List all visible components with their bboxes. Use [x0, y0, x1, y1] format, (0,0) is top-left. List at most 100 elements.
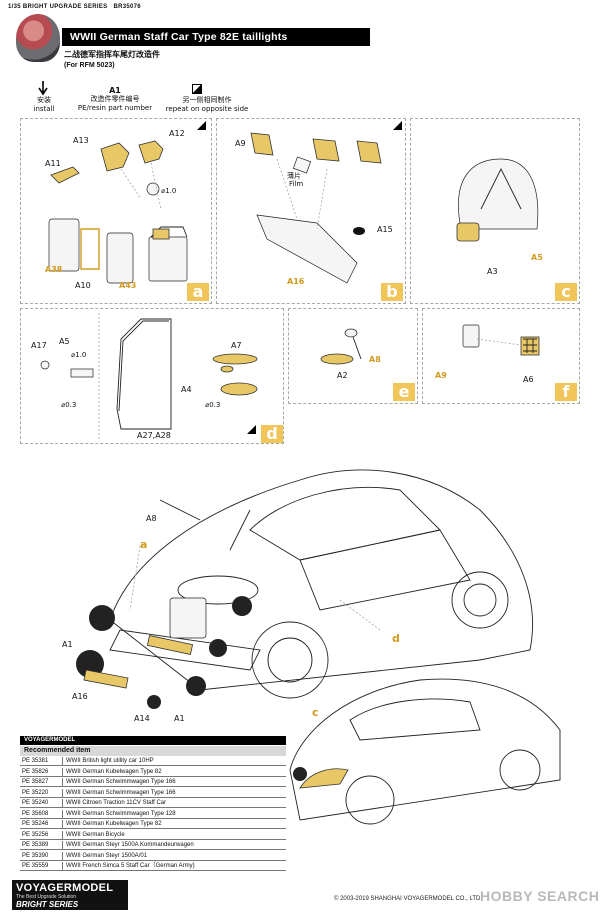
recommended-brand-bar: VOYAGERMODEL [20, 736, 286, 745]
item-code: PE 35390 [22, 852, 49, 859]
item-name: WWII German Kubelwagen Type 82 [62, 820, 162, 829]
panel-d-drawing [40, 313, 258, 439]
legend-part-en: PE/resin part number [77, 104, 153, 112]
page-title-chinese: 二战德军指挥车尾灯改造件 [64, 50, 160, 59]
legend-install: 安装 install [26, 96, 62, 114]
main-car-illustration [76, 469, 561, 825]
label-a9: A9 [235, 139, 246, 148]
footer-slogan: The Best Upgrade Solution [16, 894, 77, 900]
item-name: WWII German Schwimmwagen Type 166 [62, 778, 176, 787]
panel-a: A13 A12 A11 ⌀1.0 A38 A10 A43 a [20, 118, 212, 304]
table-row: PE 35608 WWII German Schwimmwagen Type 12… [20, 809, 286, 819]
table-row: PE 35220 WWII German Schwimmwagen Type 16… [20, 788, 286, 798]
panel-f: A9 A6 f [422, 308, 580, 404]
recommended-title: Recommended item [20, 746, 286, 756]
kit-reference: (For RFM 5023) [64, 62, 115, 69]
install-arrow-icon [38, 81, 48, 96]
item-code: PE 35827 [22, 779, 49, 785]
item-code: PE 35240 [22, 800, 49, 806]
item-code: PE 35608 [22, 810, 49, 817]
legend-repeat-en: repeat on opposite side [165, 105, 249, 113]
film-en: Film [289, 180, 304, 188]
item-name: WWII Citroen Traction 11CV Staff Car [62, 799, 166, 808]
panel-a-drawing [48, 140, 188, 284]
legend-install-en: install [33, 105, 55, 113]
label-a16: A16 [287, 277, 305, 286]
item-name: WWII German Steyr 1500A/01 [62, 851, 147, 861]
series-text: 1/35 BRIGHT UPGRADE SERIES [8, 4, 108, 10]
item-code: PE 35220 [22, 789, 49, 796]
panel-f-letter: f [555, 383, 577, 401]
label-a12: A12 [169, 129, 185, 138]
panel-c: A3 A5 c [410, 118, 580, 304]
panel-a-repeat-icon [197, 121, 206, 130]
callout-a8-main: A8 [146, 514, 157, 523]
series-line: 1/35 BRIGHT UPGRADE SERIES BR35076 [8, 4, 141, 10]
item-code: PE 35389 [22, 842, 49, 848]
footer-brand-block: VOYAGERMODEL The Best Upgrade Solution B… [12, 880, 128, 910]
item-name: WWII German Schwimmwagen Type 128 [62, 809, 176, 819]
callout-a1-bottom: A1 [174, 714, 185, 723]
label-a4: A4 [181, 385, 192, 394]
label-a5: A5 [531, 253, 543, 262]
label-a5-d: A5 [59, 337, 70, 346]
footer-brand: VOYAGERMODEL [16, 882, 114, 894]
item-code: PE 35559 [22, 863, 49, 869]
label-a8: A8 [369, 355, 381, 364]
callout-a1-left: A1 [62, 640, 73, 649]
item-name: WWII German Schwimmwagen Type 166 [62, 788, 176, 798]
table-row: PE 35559 WWII French Simca 5 Staff Car（Ge… [20, 862, 286, 871]
film-cn: 薄片 [287, 172, 301, 180]
item-name: WWII German Bicycle [62, 830, 125, 840]
label-a38: A38 [45, 265, 63, 274]
panel-b-letter: b [381, 283, 403, 301]
dim-d-2: ⌀0.3 [61, 401, 77, 409]
panel-e-drawing [320, 328, 362, 365]
dim-d-1: ⌀1.0 [71, 351, 87, 359]
panel-b-repeat-icon [393, 121, 402, 130]
label-a3: A3 [487, 267, 498, 276]
table-row: PE 35390 WWII German Steyr 1500A/01 [20, 851, 286, 861]
dim-d-3: ⌀0.3 [205, 401, 221, 409]
panel-e-letter: e [393, 383, 415, 401]
series-code: BR35076 [113, 4, 141, 10]
label-a43: A43 [119, 281, 137, 290]
label-a17: A17 [31, 341, 47, 350]
footer-series: BRIGHT SERIES [16, 900, 79, 909]
label-a10: A10 [75, 281, 91, 290]
label-a11: A11 [45, 159, 61, 168]
item-name: WWII German Steyr 1500A Kommandeurwagen [62, 841, 194, 850]
panel-c-drawing [456, 158, 539, 242]
label-a6: A6 [523, 375, 534, 384]
legend-repeat: 另一侧相同制作 repeat on opposite side [164, 96, 250, 114]
legend-part: A1 改造件零件编号 PE/resin part number [72, 86, 158, 113]
item-code: PE 35381 [22, 758, 49, 764]
item-code: PE 35256 [22, 831, 49, 838]
table-row: PE 35389 WWII German Steyr 1500A Kommande… [20, 841, 286, 850]
label-a27-a28: A27,A28 [137, 431, 171, 440]
repeat-icon [192, 84, 202, 94]
callout-c-main: c [312, 706, 319, 719]
legend-part-cn: 改造件零件编号 [90, 95, 140, 103]
copyright-text: © 2003-2019 SHANGHAI VOYAGERMODEL CO., L… [334, 896, 481, 902]
panel-d-repeat-icon [247, 425, 256, 434]
item-name: WWII German Kubelwagen Type 82 [62, 767, 162, 777]
item-name: WWII British light utility car 10HP [62, 757, 154, 766]
dim-a-1: ⌀1.0 [161, 187, 177, 195]
panel-b-drawing [250, 132, 382, 284]
callout-a-main: a [140, 538, 148, 551]
label-a9-f: A9 [435, 371, 447, 380]
panel-e: A8 A2 e [288, 308, 418, 404]
brand-badge-logo [16, 14, 60, 62]
label-a2: A2 [337, 371, 348, 380]
table-row: PE 35256 WWII German Bicycle [20, 830, 286, 840]
panel-c-letter: c [555, 283, 577, 301]
legend-install-cn: 安装 [37, 96, 51, 104]
item-name: WWII French Simca 5 Staff Car（German Arm… [62, 862, 195, 871]
table-row: PE 35827 WWII German Schwimmwagen Type 16… [20, 778, 286, 787]
label-a13: A13 [73, 136, 89, 145]
legend-repeat-cn: 另一侧相同制作 [182, 96, 232, 104]
panel-d-letter: d [261, 425, 283, 443]
